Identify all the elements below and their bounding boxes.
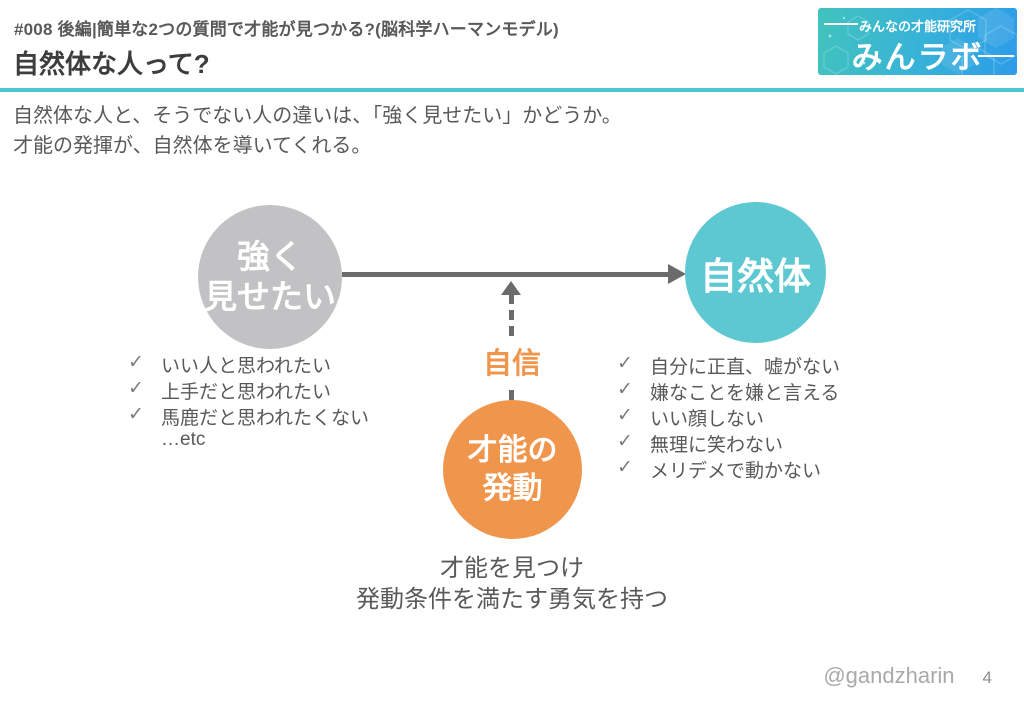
caption-line-1: 才能を見つけ (440, 555, 584, 582)
natural-self-circle: 自然体 (685, 202, 826, 343)
check-icon: ✓ (128, 404, 144, 425)
list-item: ✓ 上手だと思われたい (128, 377, 369, 403)
logo-decor-line-right (978, 55, 1014, 57)
logo-brand-name: みんラボ (851, 40, 984, 75)
caption-line-2: 発動条件を満たす勇気を持つ (356, 586, 668, 613)
check-icon: ✓ (617, 405, 633, 426)
check-icon: ✓ (617, 379, 633, 400)
confidence-label: 自信 (461, 338, 563, 384)
strong-circle-line-1: 強く (237, 238, 303, 275)
list-item: ✓ 無理に笑わない (617, 430, 840, 456)
horizontal-arrow-line (342, 272, 673, 277)
logo-decor-line-left (824, 23, 858, 25)
footer: @gandzharin 4 (823, 663, 992, 689)
talent-circle-line-2: 発動 (482, 471, 543, 505)
left-item-2: 上手だと思われたい (161, 382, 332, 403)
check-icon: ✓ (617, 457, 633, 478)
list-item: ✓ いい人と思われたい (128, 351, 369, 377)
right-checklist: ✓ 自分に正直、嘘がない ✓ 嫌なことを嫌と言える ✓ いい顔しない ✓ 無理に… (617, 352, 840, 482)
right-item-2: 嫌なことを嫌と言える (650, 383, 840, 404)
intro-line-2: 才能の発揮が、自然体を導いてくれる。 (13, 135, 372, 157)
left-item-etc: …etc (161, 429, 206, 450)
list-item: ✓ 嫌なことを嫌と言える (617, 378, 840, 404)
talent-circle-line-1: 才能の (467, 433, 558, 467)
check-icon: ✓ (128, 352, 144, 373)
arrow-up-icon (501, 281, 521, 295)
episode-title: #008 後編|簡単な2つの質問で才能が見つかる?(脳科学ハーマンモデル) (14, 20, 559, 39)
list-item: ✓ 自分に正直、嘘がない (617, 352, 840, 378)
right-item-5: メリデメで動かない (650, 461, 822, 482)
strong-appearance-circle: 強く 見せたい (198, 205, 342, 349)
natural-circle-label: 自然体 (700, 255, 811, 297)
check-icon: ✓ (128, 378, 144, 399)
diagram-caption: 才能を見つけ 発動条件を満たす勇気を持つ (262, 553, 762, 615)
right-item-4: 無理に笑わない (650, 435, 784, 456)
list-item: ✓ いい顔しない (617, 404, 840, 430)
list-item: ✓ …etc (128, 429, 369, 455)
left-checklist: ✓ いい人と思われたい ✓ 上手だと思われたい ✓ 馬鹿だと思われたくない ✓ … (128, 351, 369, 455)
check-icon: ✓ (617, 353, 633, 374)
intro-line-1: 自然体な人と、そうでない人の違いは、「強く見せたい」かどうか。 (13, 105, 622, 127)
author-handle: @gandzharin (823, 663, 955, 688)
intro-text: 自然体な人と、そうでない人の違いは、「強く見せたい」かどうか。 才能の発揮が、自… (13, 101, 622, 161)
list-item: ✓ メリデメで動かない (617, 456, 840, 482)
minlab-logo: みんなの才能研究所 みんラボ (818, 8, 1017, 75)
right-item-1: 自分に正直、嘘がない (650, 357, 841, 378)
hexagon-pattern-icon (823, 8, 1017, 75)
check-icon: ✓ (617, 431, 633, 452)
page-number: 4 (982, 668, 992, 687)
left-item-1: いい人と思われたい (161, 356, 332, 377)
right-item-3: いい顔しない (650, 409, 765, 430)
logo-org-name: みんなの才能研究所 (858, 19, 976, 34)
strong-circle-line-2: 見せたい (204, 278, 336, 315)
arrow-right-icon (668, 264, 686, 284)
header-divider (0, 88, 1024, 92)
page-title: 自然体な人って? (13, 49, 210, 79)
talent-activation-circle: 才能の 発動 (443, 400, 582, 539)
left-item-3: 馬鹿だと思われたくない (161, 408, 370, 429)
list-item: ✓ 馬鹿だと思われたくない (128, 403, 369, 429)
